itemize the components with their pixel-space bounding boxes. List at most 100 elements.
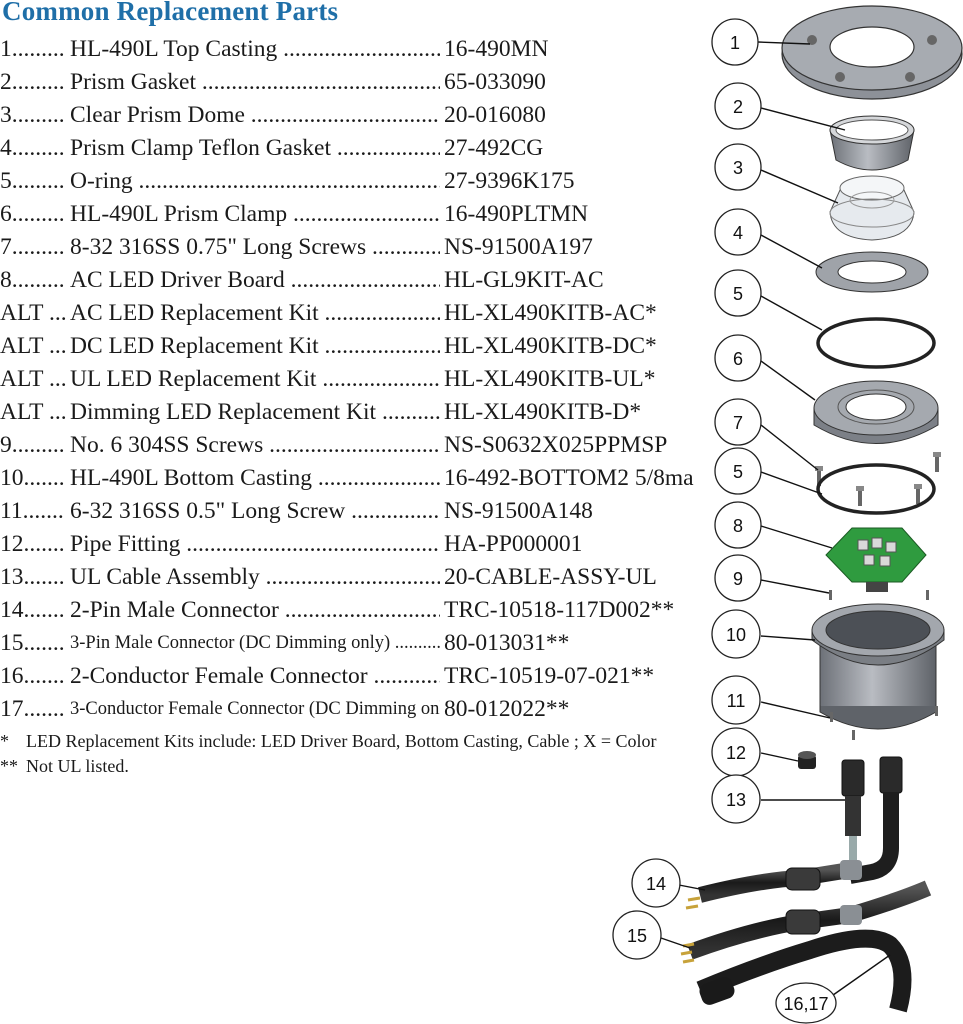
leader-lines [660, 41, 891, 1001]
parts-list-row: 5.........O-ring .......................… [0, 165, 700, 198]
part-description-text: No. 6 304SS Screws [70, 432, 264, 458]
part-number: TRC-10519-07-021** [444, 663, 655, 689]
callout-15: 15 [612, 910, 662, 960]
part-prism-dome [829, 175, 915, 241]
parts-list-row: 7.........8-32 316SS 0.75" Long Screws .… [0, 231, 700, 264]
part-number: HL-XL490KITB-D* [444, 399, 642, 425]
part-prism-gasket [829, 115, 915, 171]
part-number-index: 7......... [0, 234, 65, 260]
part-number: 16-490MN [444, 36, 549, 62]
parts-list-row: 2.........Prism Gasket .................… [0, 66, 700, 99]
parts-list-row: ALT ...UL LED Replacement Kit ..........… [0, 363, 700, 396]
footnote-text: Not UL listed. [26, 756, 129, 776]
part-number-index: 13....... [0, 564, 65, 590]
part-top-casting [781, 5, 963, 100]
part-description-text: HL-490L Top Casting [70, 36, 278, 62]
svg-text:9: 9 [733, 569, 743, 589]
part-o-ring [816, 317, 936, 369]
part-number: HA-PP000001 [444, 531, 583, 557]
part-number-index: 16....... [0, 663, 65, 689]
dot-leader: ........................................… [336, 135, 440, 161]
part-number: 27-492CG [444, 135, 544, 161]
parts-list-row: 14.......2-Pin Male Connector ..........… [0, 594, 700, 627]
part-description: HL-490L Prism Clamp ....................… [70, 198, 440, 231]
dot-leader: ........................................… [394, 633, 440, 653]
part-number: HL-XL490KITB-AC* [444, 300, 657, 326]
part-description-text: Pipe Fitting [70, 531, 181, 557]
part-number: 20-CABLE-ASSY-UL [444, 564, 657, 590]
parts-list-row: 11.......6-32 316SS 0.5" Long Screw ....… [0, 495, 700, 528]
callout-13: 13 [711, 774, 761, 824]
dot-leader: ........................................… [284, 597, 440, 623]
part-description-text: AC LED Driver Board [70, 267, 285, 293]
part-number: HL-XL490KITB-UL* [444, 366, 656, 392]
part-number-index: 15....... [0, 630, 65, 656]
part-description: 2-Pin Male Connector ...................… [70, 594, 440, 627]
part-o-ring-lower [816, 463, 936, 515]
part-number: NS-91500A148 [444, 498, 593, 524]
part-number-index: 9......... [0, 432, 65, 458]
part-number: 16-492-BOTTOM2 5/8ma [444, 465, 694, 491]
footnote-text: LED Replacement Kits include: LED Driver… [26, 731, 657, 751]
part-description: Prism Clamp Teflon Gasket ..............… [70, 132, 440, 165]
svg-text:1: 1 [730, 33, 740, 53]
part-number: 65-033090 [444, 69, 546, 95]
parts-list-row: 15.......3-Pin Male Connector (DC Dimmin… [0, 627, 700, 660]
dot-leader: ........................................… [250, 102, 440, 128]
callout-4: 4 [714, 208, 762, 256]
part-description: 6-32 316SS 0.5" Long Screw .............… [70, 495, 440, 528]
part-description: Clear Prism Dome .......................… [70, 99, 440, 132]
part-number-index: 17....... [0, 696, 65, 722]
part-screws-no6 [829, 590, 929, 600]
part-screws-8-32 [815, 452, 941, 506]
part-number-index: 12....... [0, 531, 65, 557]
svg-text:6: 6 [733, 349, 743, 369]
part-prism-clamp [813, 380, 939, 444]
part-description-text: 3-Pin Male Connector (DC Dimming only) [70, 633, 391, 653]
part-description-text: UL Cable Assembly [70, 564, 260, 590]
part-number-index: 10....... [0, 465, 65, 491]
svg-text:8: 8 [733, 516, 743, 536]
page-title: Common Replacement Parts [2, 0, 339, 26]
part-description: No. 6 304SS Screws .....................… [70, 429, 440, 462]
svg-text:11: 11 [727, 691, 746, 711]
part-pipe-fitting [798, 751, 816, 769]
part-number-index: ALT ... [0, 366, 67, 392]
parts-list-row: 1.........HL-490L Top Casting ..........… [0, 33, 700, 66]
part-led-driver-board [825, 527, 927, 592]
part-number-index: 3......... [0, 102, 65, 128]
dot-leader: ........................................… [322, 366, 440, 392]
parts-list-row: 12.......Pipe Fitting ..................… [0, 528, 700, 561]
part-number: 16-490PLTMN [444, 201, 589, 227]
parts-list-row: 3.........Clear Prism Dome .............… [0, 99, 700, 132]
callout-12: 12 [711, 727, 761, 777]
part-description-text: 3-Conductor Female Connector (DC Dimming… [70, 699, 440, 719]
svg-text:14: 14 [646, 874, 666, 894]
part-description: UL LED Replacement Kit .................… [70, 363, 440, 396]
parts-list-row: 10.......HL-490L Bottom Casting ........… [0, 462, 700, 495]
part-number: NS-91500A197 [444, 234, 593, 260]
part-number-index: 14....... [0, 597, 65, 623]
parts-list-row: ALT ...Dimming LED Replacement Kit .....… [0, 396, 700, 429]
callout-6: 6 [714, 334, 762, 382]
dot-leader: ........................................… [283, 36, 440, 62]
part-description-text: DC LED Replacement Kit [70, 333, 319, 359]
callout-9: 9 [714, 554, 762, 602]
svg-text:15: 15 [627, 926, 647, 946]
parts-list-row: 6.........HL-490L Prism Clamp ..........… [0, 198, 700, 231]
part-number-index: 8......... [0, 267, 65, 293]
part-description-text: 2-Conductor Female Connector [70, 663, 368, 689]
part-description-text: AC LED Replacement Kit [70, 300, 319, 326]
part-description: Dimming LED Replacement Kit ............… [70, 396, 440, 429]
part-number: NS-S0632X025PPMSP [444, 432, 668, 458]
dot-leader: ........................................… [381, 399, 440, 425]
part-description: UL Cable Assembly ......................… [70, 561, 440, 594]
footnote-marker: ** [0, 756, 18, 776]
part-description-text: Clear Prism Dome [70, 102, 245, 128]
part-description: AC LED Driver Board ....................… [70, 264, 440, 297]
parts-list-row: ALT ...AC LED Replacement Kit ..........… [0, 297, 700, 330]
part-number: HL-XL490KITB-DC* [444, 333, 657, 359]
part-number-index: 1......... [0, 36, 65, 62]
callout-1: 1 [711, 18, 759, 66]
part-description: Pipe Fitting ...........................… [70, 528, 440, 561]
